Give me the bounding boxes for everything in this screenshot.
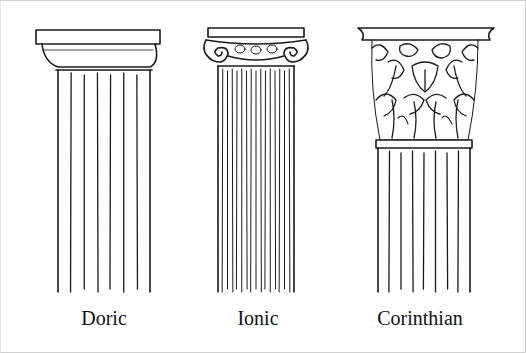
flute-line (136, 75, 138, 289)
doric-capital (36, 30, 160, 70)
flute-line (246, 71, 248, 289)
flute-line (446, 153, 448, 289)
column-shaft (378, 148, 470, 292)
flute-line (435, 151, 436, 292)
order-label: Ionic (237, 306, 278, 330)
flute-line (227, 71, 228, 289)
flute-line (260, 69, 262, 292)
flute-line (236, 71, 238, 289)
flute-line (412, 151, 414, 292)
flute-line (289, 69, 291, 292)
flute-line (264, 71, 266, 289)
flute-line (123, 73, 124, 292)
flute-line (222, 69, 224, 292)
flute-line (423, 153, 425, 289)
flute-line (279, 69, 281, 292)
flute-line (388, 151, 390, 292)
flute-line (70, 73, 72, 292)
flute-line (109, 75, 111, 289)
flute-line (275, 71, 277, 289)
column-shaft (218, 66, 294, 292)
column-shaft (58, 70, 150, 292)
flute-line (270, 69, 271, 292)
flute-line (97, 73, 99, 292)
order-label: Corinthian (377, 306, 463, 330)
flute-line (256, 71, 257, 289)
flute-line (241, 69, 242, 292)
corinthian-capital (358, 28, 494, 148)
flute-line (457, 151, 459, 292)
flute-line (284, 71, 285, 289)
flute-line (84, 75, 85, 289)
order-label: Doric (81, 306, 127, 330)
flute-line (250, 69, 252, 292)
flute-line (400, 153, 401, 289)
flute-line (232, 69, 234, 292)
ionic-capital (204, 28, 308, 66)
